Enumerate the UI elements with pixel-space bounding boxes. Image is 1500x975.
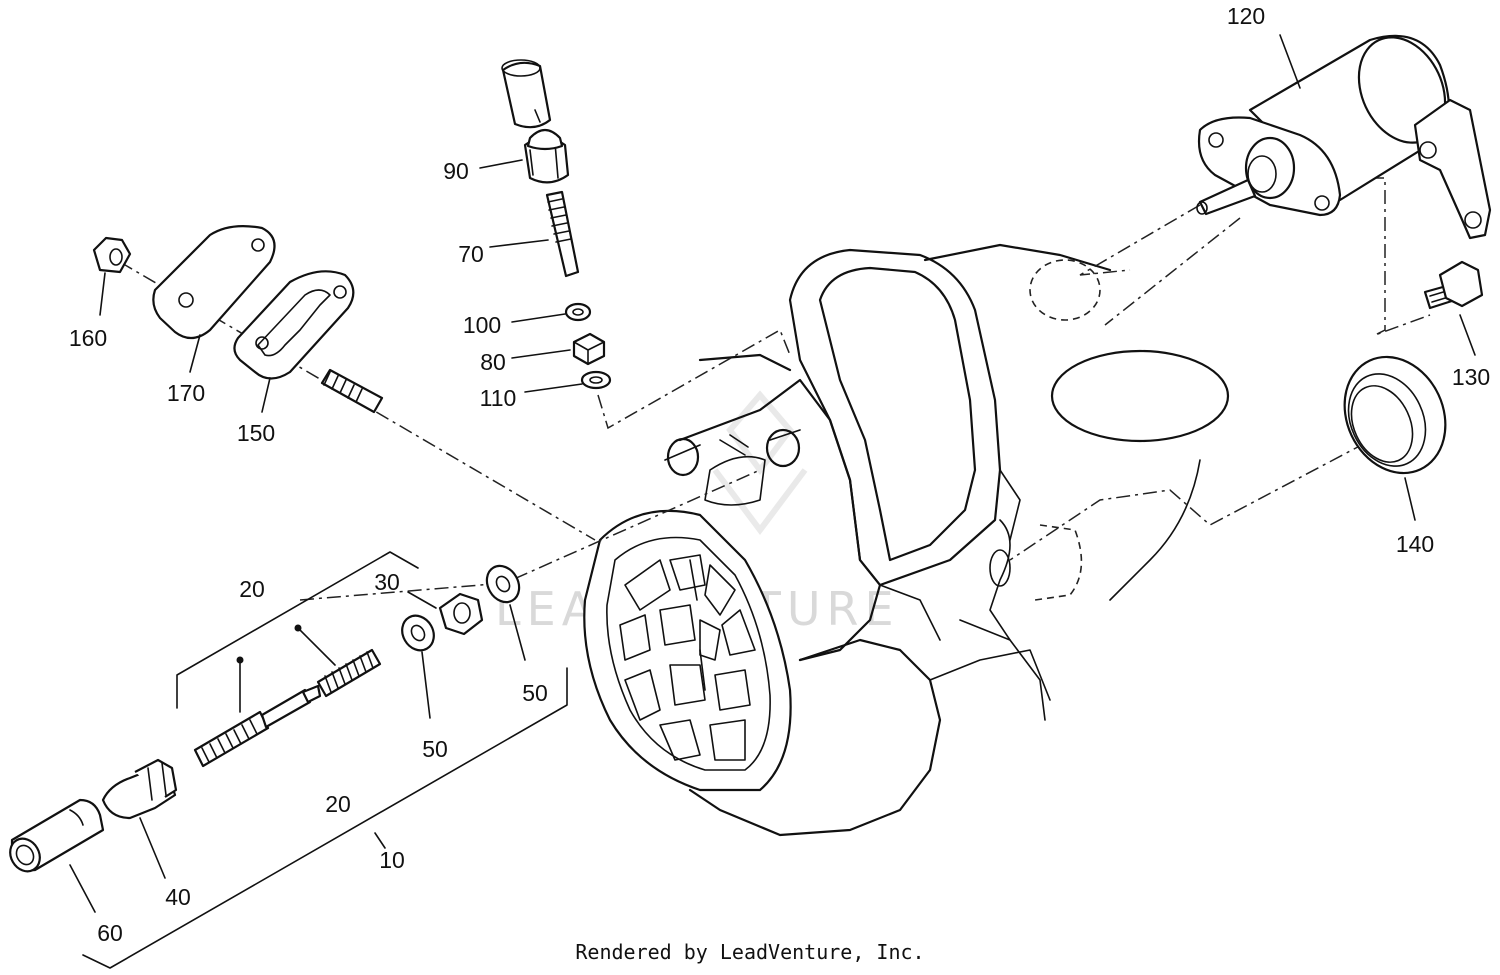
leader-dot-screw <box>236 656 244 664</box>
leader-170 <box>189 334 201 373</box>
gasket-part-150 <box>233 270 355 380</box>
leader-150 <box>261 377 271 413</box>
hex-body-part-40 <box>101 758 178 820</box>
leader-100 <box>511 313 566 323</box>
oval-gasket <box>1050 349 1230 443</box>
bracket-group-10 <box>82 667 568 969</box>
callout-40: 40 <box>165 884 191 910</box>
nozzle-part-90 <box>523 128 570 184</box>
callout-70: 70 <box>458 241 484 267</box>
cap-part-top <box>501 59 552 129</box>
leader-120 <box>1279 34 1301 89</box>
leader-90 <box>479 159 523 169</box>
leader-dot-spring <box>294 624 302 632</box>
leader-70 <box>489 239 549 248</box>
washer-part-110 <box>580 370 612 390</box>
callout-100: 100 <box>463 312 501 338</box>
flywheel-vents <box>619 554 756 761</box>
oil-seal-part-140 <box>1343 355 1447 475</box>
callout-80: 80 <box>480 349 506 375</box>
callout-20-bottom: 20 <box>325 791 351 817</box>
nut-part-80 <box>572 332 606 366</box>
bracket-group-20 <box>176 551 419 709</box>
leader-50-right <box>509 604 526 661</box>
stud-part-upper <box>320 368 384 414</box>
plate-part-170 <box>152 225 276 340</box>
leader-spring <box>297 627 336 666</box>
leader-50-left <box>421 651 431 719</box>
callout-60: 60 <box>97 920 123 946</box>
threaded-rod-part-70 <box>545 190 580 278</box>
callout-20-top: 20 <box>239 576 265 602</box>
leader-10 <box>374 832 386 849</box>
callout-10: 10 <box>379 847 405 873</box>
bolt-part-130 <box>1423 260 1484 310</box>
leader-80 <box>511 349 571 359</box>
leader-30 <box>407 591 437 609</box>
callout-90: 90 <box>443 158 469 184</box>
flywheel-cover <box>583 509 792 792</box>
leader-40 <box>139 817 166 879</box>
washer-part-50-right <box>485 564 521 604</box>
washer-part-50-left <box>401 614 435 652</box>
adjusting-screw-part <box>193 684 322 768</box>
callout-170: 170 <box>167 380 205 406</box>
callout-140: 140 <box>1396 531 1434 557</box>
callout-160: 160 <box>69 325 107 351</box>
callout-130: 130 <box>1452 364 1490 390</box>
leader-140 <box>1404 477 1416 521</box>
starter-motor-part-120 <box>1196 34 1492 240</box>
washer-part-100 <box>564 302 592 322</box>
nut-part-160 <box>92 236 132 274</box>
footer-credit: Rendered by LeadVenture, Inc. <box>575 940 925 964</box>
leader-60 <box>69 864 96 913</box>
callout-50-left: 50 <box>422 736 448 762</box>
spring-part <box>316 648 382 698</box>
callout-50-right: 50 <box>522 680 548 706</box>
callout-30: 30 <box>374 569 400 595</box>
callout-110: 110 <box>480 385 517 411</box>
engine-housing <box>583 243 1230 837</box>
leader-160 <box>99 272 106 316</box>
leader-130 <box>1459 314 1476 356</box>
nut-part-30 <box>438 592 484 636</box>
callout-150: 150 <box>237 420 275 446</box>
centerlines <box>119 177 1431 601</box>
callout-120: 120 <box>1227 3 1265 29</box>
cap-part-60 <box>9 798 105 873</box>
leader-110 <box>524 383 583 393</box>
